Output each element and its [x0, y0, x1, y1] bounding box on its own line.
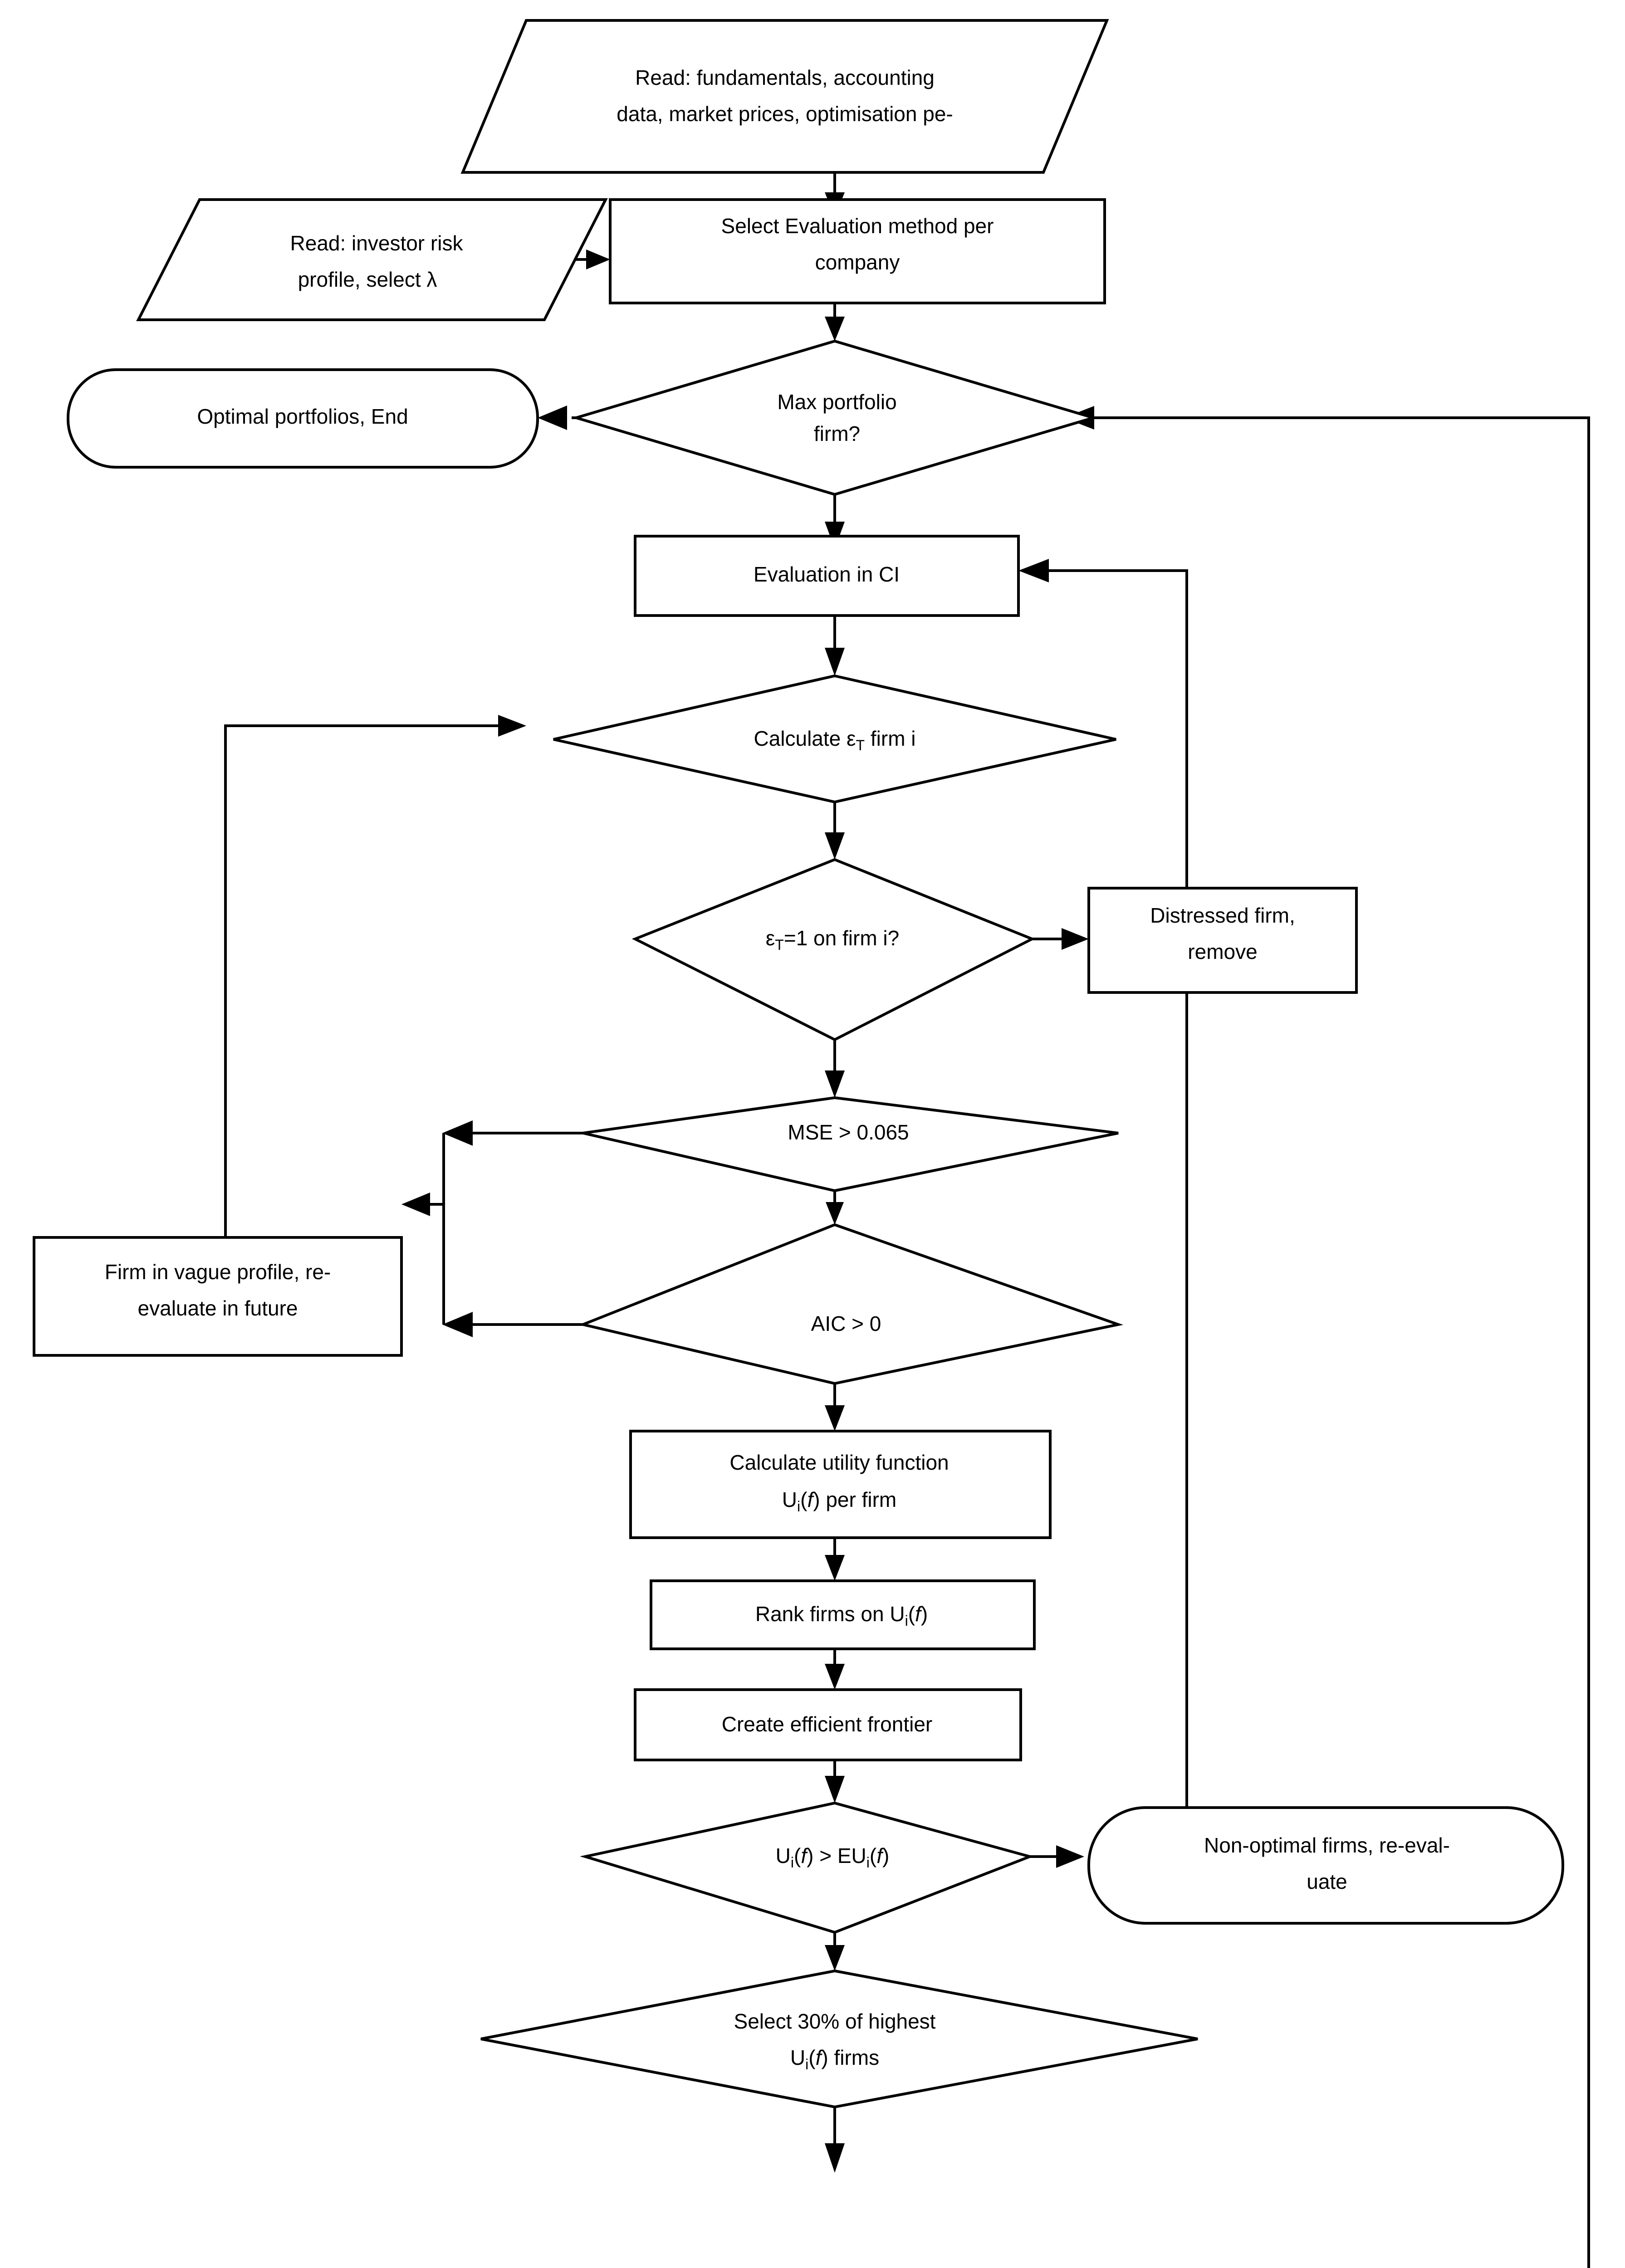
node-non-optimal-firms-line1: Non-optimal firms, re-eval-	[1204, 1833, 1450, 1857]
node-evaluation-in-ci[interactable]	[634, 535, 1020, 617]
node-utility-vs-expected-label: Ui(f) > EUi(f)	[776, 1844, 890, 1871]
node-distressed-firm-line1: Distressed firm,	[1150, 904, 1295, 927]
node-select-eval-method-line2: company	[815, 250, 900, 274]
node-non-optimal-firms-line2: uate	[1307, 1870, 1347, 1893]
node-read-fundamentals-line2: data, market prices, optimisation pe-	[617, 102, 953, 126]
arrowhead-left	[401, 1193, 430, 1216]
node-distressed-firm-line2: remove	[1188, 940, 1257, 963]
node-read-investor-line1: Read: investor risk	[290, 231, 464, 255]
arrowhead-right	[586, 249, 610, 269]
node-utility-vs-expected[interactable]	[580, 1801, 1034, 1934]
node-select-30-percent-line1: Select 30% of highest	[734, 2009, 936, 2033]
node-optimal-portfolios-end[interactable]	[67, 368, 539, 469]
node-read-fundamentals-line1: Read: fundamentals, accounting	[635, 66, 935, 89]
node-firm-vague-profile[interactable]	[33, 1236, 403, 1357]
node-mse-check-label: MSE > 0.065	[788, 1120, 909, 1144]
arrowhead-down	[825, 1405, 845, 1431]
node-firm-vague-profile-line2: evaluate in future	[138, 1296, 298, 1320]
edge-non-optimal-to-evaluation-ci	[1048, 569, 1188, 1808]
node-select-eval-method-line1: Select Evaluation method per	[721, 214, 994, 238]
node-firm-vague-profile-line1: Firm in vague profile, re-	[105, 1260, 331, 1284]
arrowhead-down	[825, 1776, 845, 1803]
arrowhead-down	[825, 1664, 845, 1690]
arrowhead-down	[825, 1945, 845, 1971]
arrowhead-right	[498, 715, 526, 737]
node-create-efficient-frontier[interactable]	[634, 1688, 1022, 1761]
node-mse-check[interactable]	[582, 1096, 1119, 1193]
arrowhead-left	[538, 406, 567, 430]
node-calculate-utility-line1: Calculate utility function	[729, 1451, 949, 1474]
node-calculate-epsilon[interactable]	[553, 674, 1116, 804]
node-select-eval-method[interactable]	[609, 198, 1106, 304]
node-calculate-utility-line2: Ui(f) per firm	[782, 1488, 896, 1515]
arrowhead-left	[1018, 559, 1049, 582]
node-calculate-epsilon-label: Calculate εT firm i	[754, 727, 915, 753]
node-max-portfolio-firm[interactable]	[571, 339, 1098, 496]
node-rank-firms[interactable]	[650, 1579, 1036, 1650]
node-aic-check[interactable]	[578, 1223, 1124, 1385]
node-rank-firms-label: Rank firms on Ui(f)	[755, 1602, 928, 1629]
arrowhead-down	[825, 1070, 845, 1098]
node-epsilon-equals-one-label: εT=1 on firm i?	[766, 926, 899, 953]
node-select-30-percent-line2: Ui(f) firms	[790, 2046, 879, 2072]
node-read-fundamentals[interactable]	[460, 19, 1109, 174]
arrowhead-down	[825, 648, 845, 676]
node-evaluation-in-ci-label: Evaluation in CI	[754, 562, 900, 586]
arrowhead-down	[825, 317, 845, 341]
node-distressed-firm[interactable]	[1087, 887, 1358, 994]
arrowhead-right	[1062, 928, 1089, 950]
node-select-30-percent[interactable]	[480, 1969, 1198, 2109]
node-epsilon-equals-one[interactable]	[631, 858, 1036, 1041]
arrowhead-down	[825, 1555, 845, 1581]
arrowhead-right	[1056, 1845, 1084, 1868]
node-aic-check-label: AIC > 0	[811, 1312, 881, 1335]
node-read-investor[interactable]	[136, 198, 608, 321]
node-read-investor-line2: profile, select λ	[298, 268, 437, 291]
node-non-optimal-firms[interactable]	[1087, 1806, 1564, 1925]
arrowhead-down	[825, 832, 845, 860]
arrowhead-down	[826, 1202, 844, 1225]
node-max-portfolio-firm-line2: firm?	[814, 422, 860, 445]
edge-vague-to-calc-epsilon-loop	[224, 724, 499, 1238]
arrowhead-left	[442, 1312, 473, 1337]
edge-create-portfolios-to-max-portfolio-loop	[1093, 416, 1590, 2268]
node-calculate-utility[interactable]	[629, 1430, 1052, 1539]
node-optimal-portfolios-end-label: Optimal portfolios, End	[197, 405, 408, 428]
node-max-portfolio-firm-line1: Max portfolio	[777, 390, 896, 414]
arrowhead-down	[825, 2143, 845, 2173]
node-create-efficient-frontier-label: Create efficient frontier	[722, 1712, 933, 1736]
arrowhead-left	[442, 1120, 473, 1146]
